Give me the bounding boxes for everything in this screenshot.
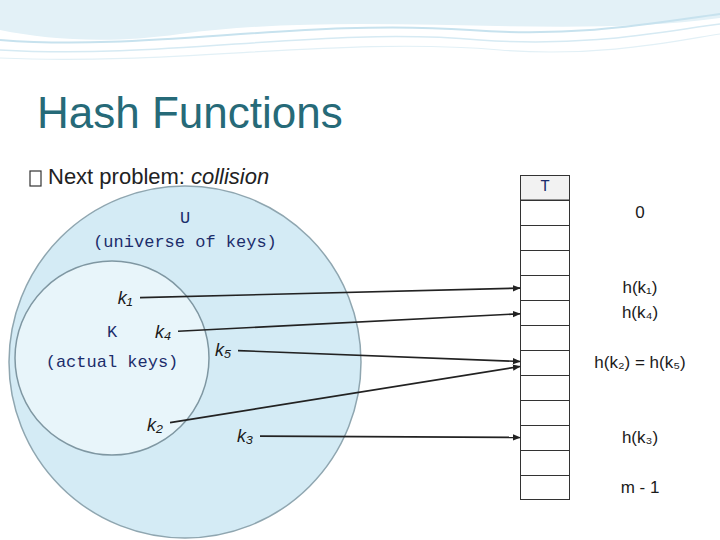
bullet-box	[30, 171, 41, 186]
table-row-line	[520, 450, 570, 451]
table-row-line	[520, 350, 570, 351]
key-item: k₄	[148, 320, 178, 344]
key-item: k₂	[140, 413, 170, 437]
slot-label: 0	[570, 200, 710, 225]
wave-line	[0, 34, 720, 59]
key-name: k₅	[208, 338, 238, 362]
key-name: k₄	[148, 320, 178, 344]
table-row-line	[520, 400, 570, 401]
table-header-cell	[521, 176, 570, 201]
table-outline	[521, 176, 570, 500]
table-slot: h(k₂) = h(k₅)	[520, 350, 570, 375]
hash-table: T0 h(k₁)h(k₄) h(k₂) = h(k₅) h(k₃) m - 1	[520, 175, 570, 500]
table-row-line	[520, 325, 570, 326]
table-row-line	[520, 425, 570, 426]
key-name: k₃	[230, 424, 260, 448]
key-item: k₅	[208, 338, 238, 362]
key-name: k₁	[110, 286, 140, 310]
table-slot: h(k₄)	[520, 300, 570, 325]
header-waves	[0, 0, 720, 80]
circle-label-group: U(universe of keys)	[8, 207, 362, 255]
hash-arrow	[140, 288, 520, 298]
table-row-line	[520, 225, 570, 226]
bullet-mark	[29, 170, 43, 188]
table-row-line	[520, 475, 570, 476]
table-row-line	[520, 200, 570, 201]
hash-arrow	[178, 314, 520, 331]
table-slot: 0	[520, 200, 570, 225]
set-circle-outline	[9, 186, 361, 538]
key-item: k₃	[230, 424, 260, 448]
set-circle: K(actual keys) k₁ k₄ k₂	[14, 260, 210, 456]
set-circle: U(universe of keys) K(actual keys) k₁ k₄ k₂ k…	[8, 185, 362, 539]
slide-title: Hash Functions	[37, 88, 343, 138]
set-name: K	[14, 318, 210, 348]
table-row-line	[520, 300, 570, 301]
set-name: U	[8, 207, 362, 231]
table-row-line	[520, 275, 570, 276]
header-band	[0, 0, 720, 40]
table-slot: h(k₁)	[520, 275, 570, 300]
table-row-line	[520, 375, 570, 376]
table-row-line	[520, 250, 570, 251]
table-slot: h(k₃)	[520, 425, 570, 450]
slot-label: h(k₂) = h(k₅)	[570, 350, 710, 375]
emphasis-text: collision	[191, 164, 269, 190]
hash-arrow	[260, 436, 520, 437]
set-description: (universe of keys)	[8, 231, 362, 255]
set-description: (actual keys)	[14, 348, 210, 378]
hash-arrow	[170, 367, 520, 423]
set-circle-outline	[15, 261, 209, 455]
key-item: k₁	[110, 286, 140, 310]
bullet-text: Next problem:	[48, 164, 185, 190]
slot-label: h(k₄)	[570, 300, 710, 325]
hash-arrow	[238, 351, 520, 362]
slot-label: h(k₁)	[570, 275, 710, 300]
bullet-line: Next problem:collision	[48, 164, 269, 190]
key-name: k₂	[140, 413, 170, 437]
circle-label-group: K(actual keys)	[14, 318, 210, 378]
table-slot: m - 1	[520, 475, 570, 500]
slot-label: h(k₃)	[570, 425, 710, 450]
wave-line	[0, 24, 720, 52]
hash-table-grid	[520, 175, 570, 500]
table-name: T	[520, 175, 570, 200]
slot-label: m - 1	[570, 475, 710, 500]
